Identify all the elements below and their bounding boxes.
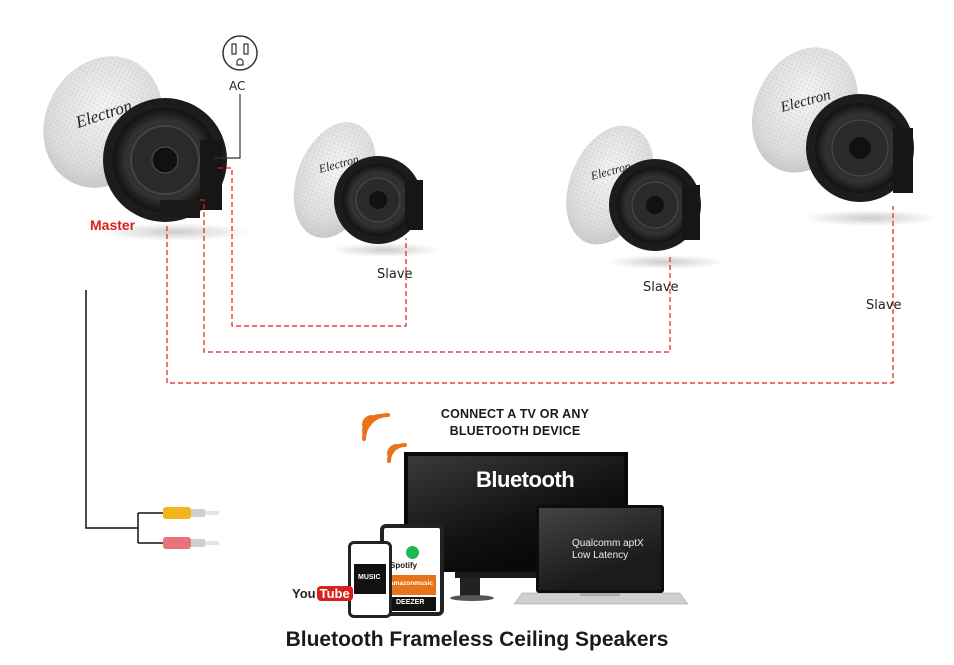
- slave-label-1: Slave: [377, 267, 413, 282]
- slave-speaker-1: [293, 122, 440, 257]
- spotify-label: Spotify: [390, 561, 418, 570]
- ac-power-cable: [214, 94, 241, 159]
- deezer-label: DEEZER: [396, 599, 425, 606]
- laptop-screen: [536, 505, 664, 593]
- ac-outlet-icon: [222, 35, 258, 71]
- aptx-line-2: Low Latency: [572, 550, 629, 561]
- connect-headline: CONNECT A TV OR ANY BLUETOOTH DEVICE: [420, 406, 610, 440]
- rca-yellow-plug: [163, 507, 219, 519]
- phone-device: MUSIC: [348, 541, 392, 618]
- slave-label-3: Slave: [866, 298, 902, 313]
- slave-speaker-3: [752, 47, 938, 226]
- apple-music-tile: MUSIC: [354, 564, 386, 594]
- bluetooth-wordmark: Bluetooth: [476, 467, 575, 492]
- rca-pink-plug: [163, 537, 219, 549]
- page-caption: Bluetooth Frameless Ceiling Speakers: [285, 628, 669, 651]
- audio-input-cable: [85, 290, 138, 529]
- connect-line-2: BLUETOOTH DEVICE: [449, 424, 581, 438]
- youtube-tube: Tube: [316, 586, 353, 601]
- slave-speaker-2: [566, 125, 725, 269]
- amazon-music-tile: amazonmusic: [388, 575, 436, 595]
- ac-label: AC: [229, 79, 246, 93]
- wireless-signal-icon: [362, 413, 407, 463]
- apple-music-label: MUSIC: [358, 574, 381, 581]
- laptop-base: [513, 592, 689, 605]
- deezer-tile: DEEZER: [388, 597, 436, 611]
- connect-line-1: CONNECT A TV OR ANY: [440, 407, 590, 421]
- master-label: Master: [90, 217, 136, 233]
- aptx-line-1: Qualcomm aptX: [572, 538, 644, 549]
- tv-stand: [450, 572, 575, 601]
- master-speaker: [43, 56, 250, 241]
- youtube-you: You: [292, 586, 316, 601]
- amazon-music-label: amazonmusic: [390, 580, 433, 587]
- spotify-icon: [405, 546, 419, 559]
- aptx-text: Qualcomm aptX Low Latency: [572, 538, 644, 562]
- slave-label-2: Slave: [643, 280, 679, 295]
- speaker-wiring: [166, 167, 894, 384]
